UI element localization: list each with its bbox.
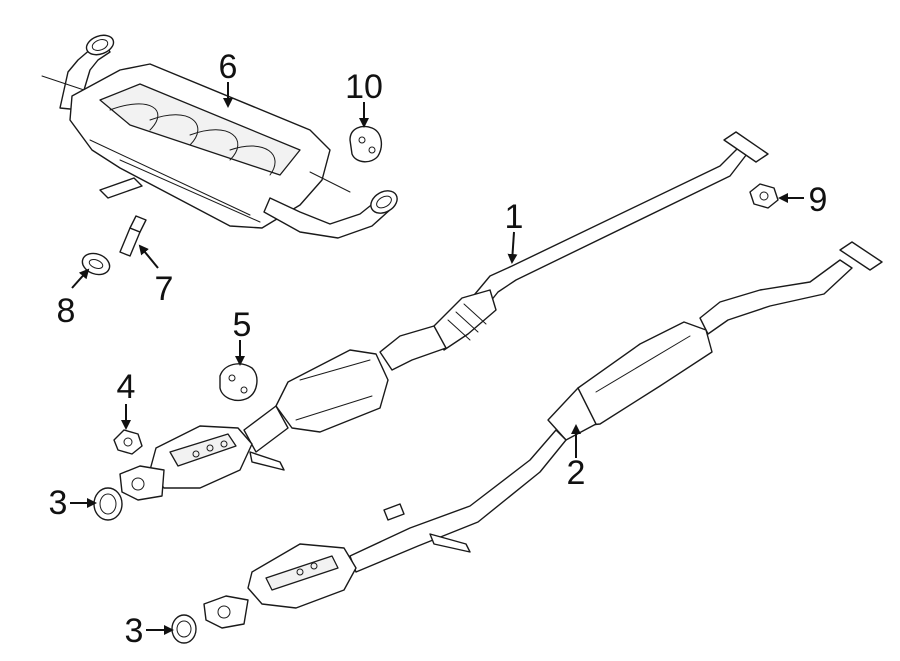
callout-7: 7 <box>155 270 174 308</box>
callout-10: 10 <box>345 68 383 106</box>
leader-lines <box>70 82 804 635</box>
leader-1 <box>507 231 518 264</box>
callout-3-lower: 3 <box>125 612 144 650</box>
muffler-assembly <box>41 34 398 239</box>
gasket-3-upper <box>93 487 123 521</box>
leader-7 <box>138 244 159 269</box>
callout-3-upper: 3 <box>49 484 68 522</box>
callout-1: 1 <box>505 198 524 236</box>
callout-8: 8 <box>57 292 76 330</box>
leader-8 <box>71 268 90 289</box>
callout-6: 6 <box>219 48 238 86</box>
nut-4 <box>113 429 143 455</box>
gasket-3-lower <box>171 614 197 644</box>
callout-9: 9 <box>809 181 828 219</box>
stud-7 <box>119 215 147 257</box>
hanger-insulator-5 <box>219 363 258 402</box>
callouts: 1 2 3 3 4 5 6 7 8 9 10 <box>49 48 828 650</box>
nut-9 <box>749 183 779 209</box>
front-pipe-2 <box>203 241 883 629</box>
callout-2: 2 <box>567 454 586 492</box>
hanger-insulator-10 <box>349 125 383 163</box>
callout-5: 5 <box>233 306 252 344</box>
callout-4: 4 <box>117 368 136 406</box>
front-pipe-1 <box>119 131 769 501</box>
